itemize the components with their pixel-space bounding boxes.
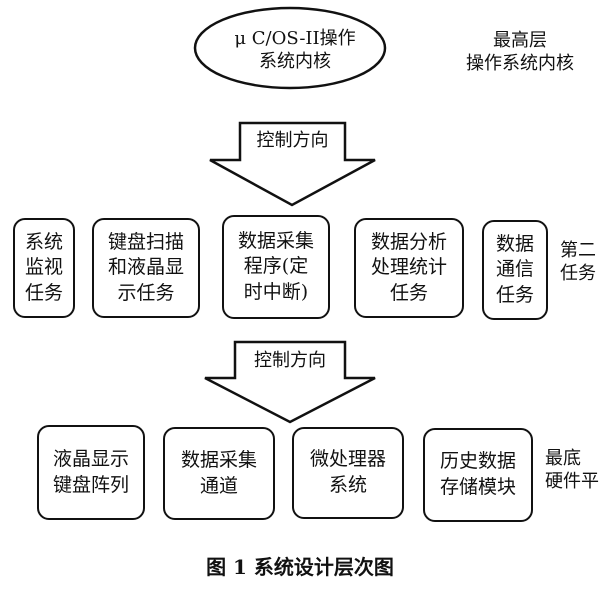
task-data-acquisition: 数据采集 程序(定 时中断) (222, 215, 330, 319)
hw-microprocessor-label: 微处理器 系统 (309, 448, 386, 496)
control-direction-label-2: 控制方向 (254, 350, 326, 371)
figure-caption: 图 1 系统设计层次图 (206, 555, 394, 579)
hw-data-acquisition-channel: 数据采集 通道 (163, 427, 275, 520)
hw-data-acquisition-channel-label: 数据采集 通道 (180, 448, 257, 497)
task-keyboard-lcd-label: 键盘扫描 和液晶显 示任务 (107, 230, 184, 304)
hw-history-storage: 历史数据 存储模块 (423, 428, 533, 522)
task-layer-label: 第二 任务 (560, 240, 596, 284)
hw-history-storage-label: 历史数据 存储模块 (439, 450, 516, 498)
hw-microprocessor: 微处理器 系统 (292, 427, 404, 519)
task-data-acquisition-label: 数据采集 程序(定 时中断) (237, 229, 314, 303)
task-keyboard-lcd: 键盘扫描 和液晶显 示任务 (92, 218, 200, 318)
hw-lcd-keyboard-label: 液晶显示 键盘阵列 (52, 447, 129, 496)
kernel-label: μ C/OS-II操作 系统内核 (234, 28, 356, 72)
task-data-analysis: 数据分析 处理统计 任务 (354, 218, 464, 318)
top-layer-label: 最高层 操作系统内核 (466, 30, 574, 74)
hw-lcd-keyboard: 液晶显示 键盘阵列 (37, 425, 145, 520)
task-data-analysis-label: 数据分析 处理统计 任务 (370, 230, 447, 304)
task-data-communication-label: 数据 通信 任务 (495, 232, 534, 306)
hardware-layer-label: 最底 硬件平 (545, 448, 599, 492)
task-data-communication: 数据 通信 任务 (482, 220, 548, 320)
task-system-monitor: 系统 监视 任务 (13, 218, 75, 318)
control-direction-label-1: 控制方向 (256, 130, 329, 151)
task-system-monitor-label: 系统 监视 任务 (24, 230, 63, 304)
